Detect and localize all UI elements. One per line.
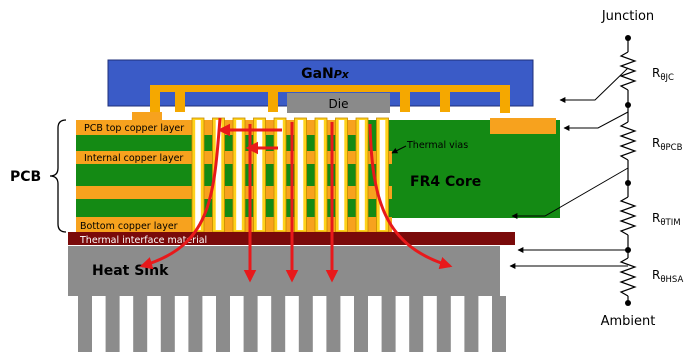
package-post-3 — [400, 90, 410, 112]
thermal-via — [314, 117, 328, 233]
thermal-via — [253, 117, 266, 233]
heat-flow-arrows — [139, 117, 453, 283]
leader-jc — [559, 67, 629, 103]
resistor-jc-symbol — [619, 51, 637, 91]
heat-sink-fin — [105, 296, 120, 352]
leader-tim — [511, 167, 629, 219]
node-1 — [625, 102, 631, 108]
package-label-suffix: Px — [334, 68, 350, 81]
label-tim: Thermal interface material — [79, 235, 207, 246]
package-post-2 — [268, 90, 278, 112]
label-r-theta-tim: RθTIM — [652, 211, 681, 228]
package-label-main: GaN — [301, 66, 334, 82]
thermal-via — [232, 117, 246, 233]
network-leaders — [509, 67, 629, 269]
heat-sink-fin — [188, 296, 203, 352]
package-lead-frame — [150, 85, 510, 92]
heat-sink-fin — [216, 296, 230, 352]
heat-sink-fin — [160, 296, 175, 352]
r-theta-jc-sub: θJC — [660, 73, 674, 83]
node-junction — [625, 35, 631, 41]
label-r-theta-jc: RθJC — [652, 66, 674, 83]
die-block — [287, 93, 390, 113]
heat-sink-fin — [381, 296, 396, 352]
top-copper-pad — [490, 118, 556, 134]
thermal-vias — [191, 117, 389, 233]
r-theta-hsa-sub: θHSA — [660, 275, 683, 285]
package-post-4 — [440, 90, 450, 112]
label-heat-sink: Heat Sink — [92, 263, 169, 279]
heat-sink-fin — [492, 296, 506, 352]
package-lead-left — [150, 85, 160, 113]
heat-arrow-left-spread — [139, 117, 222, 270]
heat-sink-fin — [464, 296, 479, 352]
package-lead-right — [500, 85, 510, 113]
node-ambient — [625, 300, 631, 306]
r-theta-tim-sub: θTIM — [660, 218, 680, 228]
heat-sink — [68, 246, 506, 352]
heat-sink-base — [68, 246, 500, 296]
resistor-tim-symbol — [619, 196, 637, 236]
gan-package: Die GaNPx — [107, 59, 534, 113]
label-ambient: Ambient — [601, 314, 656, 329]
heat-sink-fin — [271, 296, 286, 352]
r-theta-pcb-main: R — [652, 136, 660, 150]
label-r-theta-hsa: RθHSA — [652, 268, 683, 285]
label-top-copper: PCB top copper layer — [84, 123, 184, 134]
thermal-via — [294, 117, 307, 233]
label-r-theta-pcb: RθPCB — [652, 136, 683, 153]
thermal-via — [335, 117, 348, 233]
label-junction: Junction — [601, 9, 654, 24]
heat-sink-fin — [133, 296, 148, 352]
label-pcb: PCB — [10, 169, 41, 185]
thermal-via — [273, 117, 287, 233]
thermal-via — [355, 117, 369, 233]
label-fr4-core: FR4 Core — [410, 174, 481, 190]
node-2 — [625, 180, 631, 186]
label-thermal-vias: Thermal vias — [406, 140, 468, 151]
heat-sink-fin — [78, 296, 92, 352]
top-copper-pad-left — [132, 112, 162, 121]
heat-sink-fin — [243, 296, 258, 352]
network-nodes — [625, 35, 631, 306]
die-label: Die — [329, 97, 349, 111]
r-theta-pcb-sub: θPCB — [660, 143, 682, 153]
leader-pcb — [563, 111, 629, 131]
label-bottom-copper: Bottom copper layer — [80, 221, 178, 232]
package-label: GaNPx — [301, 66, 350, 82]
heat-sink-fin — [354, 296, 368, 352]
resistor-pcb-symbol — [619, 121, 637, 161]
r-theta-jc-main: R — [652, 66, 660, 80]
r-theta-hsa-main: R — [652, 268, 660, 282]
thermal-via — [191, 117, 205, 233]
heat-sink-fin — [409, 296, 424, 352]
heat-sink-fin — [326, 296, 341, 352]
pcb-brace — [49, 119, 67, 233]
thermal-vias-leader — [391, 145, 407, 154]
resistor-hsa-symbol — [619, 257, 637, 297]
heat-arrow-right-spread — [368, 123, 453, 270]
package-post-1 — [175, 90, 185, 112]
heat-sink-fin — [298, 296, 313, 352]
label-internal-copper: Internal copper layer — [84, 153, 183, 164]
heat-sink-fin — [436, 296, 451, 352]
r-theta-tim-main: R — [652, 211, 660, 225]
